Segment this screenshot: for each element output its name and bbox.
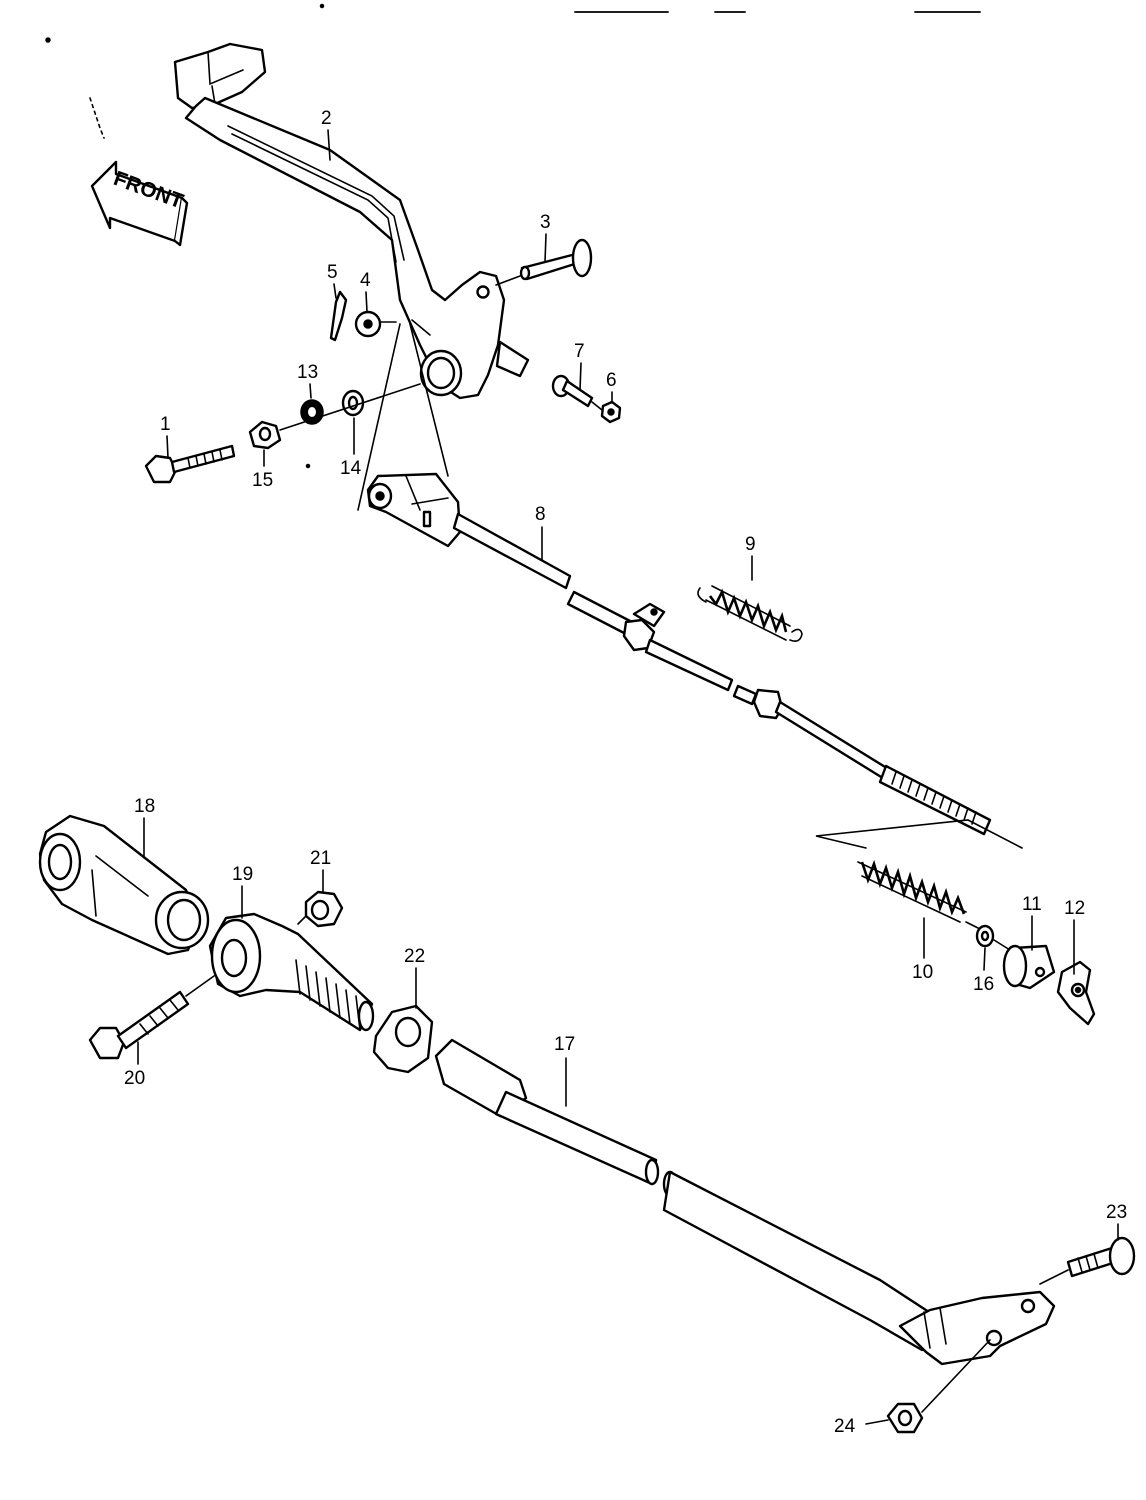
brake-pedal-lever xyxy=(173,42,530,400)
callout-5: 5 xyxy=(327,262,338,283)
callout-18: 18 xyxy=(134,796,155,817)
callout-10: 10 xyxy=(912,962,933,983)
callout-19: 19 xyxy=(232,864,253,885)
lever-12 xyxy=(1056,960,1096,1026)
callout-13: 13 xyxy=(297,362,318,383)
callout-20: 20 xyxy=(124,1068,145,1089)
callout-23: 23 xyxy=(1106,1202,1127,1223)
bolt-23 xyxy=(1039,1236,1136,1285)
spring-9 xyxy=(697,585,803,642)
nut-24 xyxy=(886,1339,991,1434)
callout-1: 1 xyxy=(160,414,171,435)
washer-4 xyxy=(354,310,382,338)
callout-21: 21 xyxy=(310,848,331,869)
washer-16 xyxy=(975,924,995,948)
callout-14: 14 xyxy=(340,458,362,479)
lock-washer-13 xyxy=(300,399,324,425)
bolt-20 xyxy=(88,975,215,1060)
bolt-1 xyxy=(144,444,236,484)
callout-12: 12 xyxy=(1064,898,1085,919)
cotter-pin xyxy=(329,290,348,342)
washer-14 xyxy=(341,389,365,417)
callout-2: 2 xyxy=(321,108,332,129)
callout-22: 22 xyxy=(404,946,425,967)
spring-10 xyxy=(857,859,967,923)
nut-21 xyxy=(304,890,344,928)
trunnion-11 xyxy=(1002,944,1056,990)
nut-22 xyxy=(372,1004,434,1074)
nut-15 xyxy=(248,420,282,450)
callout-6: 6 xyxy=(606,370,617,391)
callout-16: 16 xyxy=(973,974,994,995)
callout-15: 15 xyxy=(252,470,273,491)
brake-rod-8 xyxy=(366,472,992,836)
rod-end-19 xyxy=(208,912,375,1032)
callout-24: 24 xyxy=(834,1416,856,1437)
front-arrow: FRONT xyxy=(90,160,189,247)
callout-9: 9 xyxy=(745,534,756,555)
clevis-pin xyxy=(519,238,593,281)
callout-4: 4 xyxy=(360,270,371,291)
callout-7: 7 xyxy=(574,341,585,362)
rubber-boot-18 xyxy=(38,814,210,956)
linkage-rod-17 xyxy=(434,1038,1056,1366)
scan-marks xyxy=(45,3,981,139)
callout-3: 3 xyxy=(540,212,551,233)
callout-8: 8 xyxy=(535,504,546,525)
nut-6 xyxy=(600,400,622,424)
bolt-7 xyxy=(551,374,594,408)
callout-11: 11 xyxy=(1022,894,1042,915)
callout-17: 17 xyxy=(554,1034,575,1055)
